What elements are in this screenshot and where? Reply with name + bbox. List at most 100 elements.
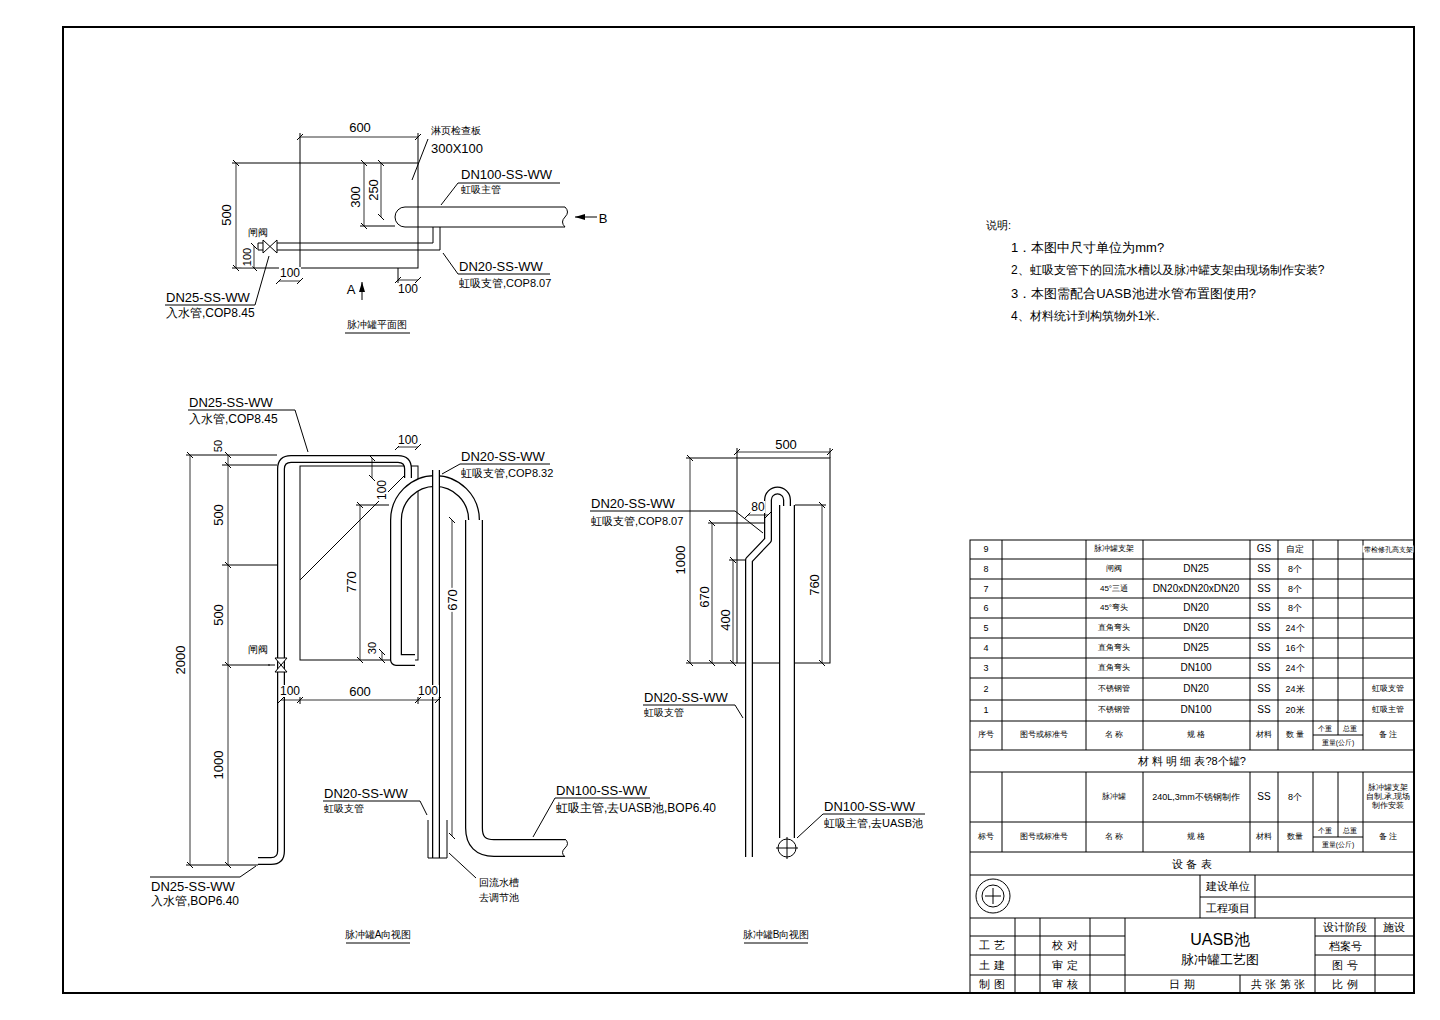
pipe-tag: DN20-SS-WW <box>323 787 409 800</box>
table-cell: 带检修孔高支架 <box>1363 546 1414 553</box>
table-cell: 虹吸支管 <box>1371 685 1405 693</box>
table-cell: 24个 <box>1284 624 1305 633</box>
table-cell: SS <box>1256 584 1271 594</box>
table-cell: 自定 <box>1285 545 1305 554</box>
plan-view <box>441 183 560 205</box>
table-cell: 不锈钢管 <box>1097 706 1131 714</box>
plan-view <box>412 139 428 180</box>
plan-view <box>300 163 418 268</box>
table-cell: 16个 <box>1284 644 1305 653</box>
pipe-tag: 去调节池 <box>478 893 520 903</box>
plan-view <box>360 226 395 227</box>
title-block-cell: 工 艺 <box>978 940 1005 951</box>
b-view <box>776 837 798 859</box>
dimension-text: 2000 <box>174 645 187 676</box>
table-cell: 标号 <box>977 833 995 841</box>
table-cell: 8个 <box>1287 604 1303 613</box>
table-cell: GS <box>1256 544 1272 554</box>
title-block-cell: 审 定 <box>1051 960 1078 971</box>
title-block-cell: 审 核 <box>1051 979 1078 990</box>
title-block-cell: 设计阶段 <box>1322 922 1368 933</box>
table-cell: 8个 <box>1287 565 1303 574</box>
b-view <box>797 814 925 838</box>
table-cell: DN100 <box>1179 705 1212 715</box>
table-cell: 24个 <box>1284 664 1305 673</box>
pipe-tag: 闸阀 <box>247 645 269 655</box>
a-view <box>275 658 287 672</box>
b-view <box>712 523 713 663</box>
pipe-tag: 入水管,BOP6.40 <box>150 895 240 907</box>
a-view <box>281 700 438 701</box>
dimension-text: 250 <box>367 178 380 202</box>
pipe-tag: 虹吸支管,COP8.07 <box>590 516 684 527</box>
plan-view <box>398 280 418 281</box>
table-cell: DN20 <box>1182 623 1210 633</box>
table-cell: SS <box>1256 792 1271 802</box>
dimension-text: 600 <box>348 121 372 134</box>
plan-view <box>232 163 300 268</box>
a-view <box>398 447 418 448</box>
plan-view <box>254 246 255 268</box>
dimension-text: 300 <box>349 185 362 209</box>
a-view <box>449 853 476 878</box>
table-cell: 虹吸主管 <box>1371 706 1405 714</box>
pipe-tag: DN20-SS-WW <box>458 260 544 273</box>
b-view <box>590 448 925 943</box>
table-cell: 脉冲罐 <box>1101 793 1127 801</box>
table-cell: 名 称 <box>1104 731 1124 739</box>
table-cell: 3 <box>982 664 989 673</box>
title-block-cell: 工程项目 <box>1205 903 1251 914</box>
table-cell: 8个 <box>1287 585 1303 594</box>
pipe-tag: 虹吸支管 <box>643 708 685 718</box>
a-view <box>150 866 256 877</box>
table-grid <box>970 559 1414 875</box>
pipe-tag: 300X100 <box>430 142 484 155</box>
plan-view <box>395 207 565 227</box>
pipe-tag: DN20-SS-WW <box>643 691 729 704</box>
a-view <box>228 455 229 865</box>
a-view <box>360 505 361 660</box>
pipe-tag: 入水管,COP8.45 <box>188 413 279 425</box>
note-line: 1．本图中尺寸单位为mm? <box>1010 241 1165 254</box>
table-cell: 数量 <box>1286 833 1304 841</box>
pipe-tag: DN25-SS-WW <box>165 291 251 304</box>
table-cell: 1 <box>982 706 989 715</box>
plan-view <box>381 163 382 217</box>
a-view <box>188 410 308 452</box>
sheet-frame <box>63 27 1414 993</box>
table-cell: 2 <box>982 685 989 694</box>
a-view <box>563 839 568 857</box>
table-cell: 脉冲罐支架自制,承,现场制作安装 <box>1364 783 1412 811</box>
a-view <box>452 520 453 836</box>
table-cell: 直角弯头 <box>1097 644 1131 652</box>
a-view <box>150 410 650 943</box>
b-view <box>768 491 787 541</box>
dimension-text: 670 <box>446 588 459 612</box>
b-view <box>749 535 768 857</box>
table-cell: 个重 <box>1317 827 1333 834</box>
a-view <box>382 652 383 660</box>
dimension-text: 500 <box>212 503 225 527</box>
plan-view <box>300 133 418 163</box>
table-cell: 规 格 <box>1186 833 1206 841</box>
table-grid <box>970 875 1414 918</box>
b-view <box>795 505 826 506</box>
pipe-tag: DN20-SS-WW <box>590 497 676 510</box>
table-cell: 6 <box>982 604 989 613</box>
pipe-tag: 虹吸主管 <box>460 185 502 195</box>
table-cell: 备 注 <box>1378 731 1398 739</box>
title-block-cell: 建设单位 <box>1205 881 1251 892</box>
drawing-title: UASB池 <box>1189 932 1251 948</box>
table-cell: 闸阀 <box>1105 565 1123 573</box>
table-cell: SS <box>1256 643 1271 653</box>
table-grid <box>976 879 1010 913</box>
pipe-tag: DN100-SS-WW <box>555 784 648 797</box>
plan-view <box>362 282 363 300</box>
dimension-text: 670 <box>698 585 711 609</box>
table-cell: 总重 <box>1342 827 1358 834</box>
table-cell: 45°三通 <box>1099 585 1129 593</box>
table-cell: SS <box>1256 603 1271 613</box>
table-cell: 9 <box>982 545 989 554</box>
pipe-tag: 虹吸支管 <box>323 804 365 814</box>
table-grid <box>1002 772 1363 852</box>
